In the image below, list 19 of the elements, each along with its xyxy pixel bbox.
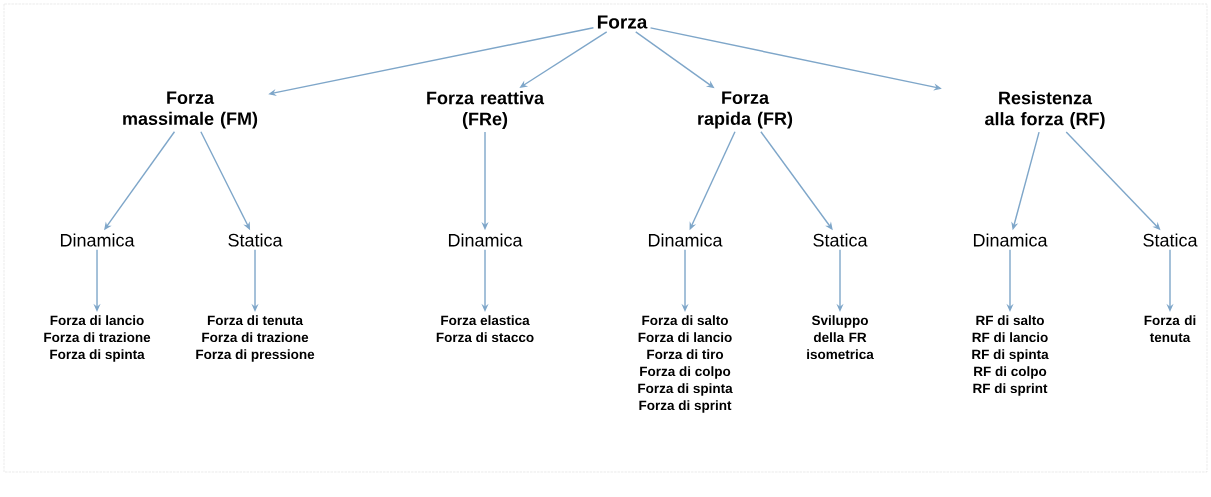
type-label: Dinamica	[648, 233, 723, 247]
example-list: RF di salto RF di lancio RF di spinta RF di colpo RF di sprint	[972, 315, 1049, 396]
example-list: Forza di lancio Forza di trazione Forza di spinta	[44, 315, 151, 362]
type-label: Statica	[1143, 233, 1198, 247]
example-list: Forza di salto Forza di lancio Forza di tiro Forza di colpo Forza di spinta Forza di sprint	[638, 315, 733, 413]
type-label: Dinamica	[973, 233, 1048, 247]
example-list: Forza di tenuta	[1144, 315, 1196, 343]
category-label: Forza reattiva (FRe)	[427, 91, 545, 129]
category-label: Forza massimale (FM)	[123, 91, 258, 129]
example-list: Forza di tenuta Forza di trazione Forza di pressione	[196, 315, 315, 362]
type-label: Statica	[228, 233, 283, 247]
category-label: Forza rapida (FR)	[698, 91, 793, 129]
type-label: Dinamica	[60, 233, 135, 247]
type-label: Statica	[813, 233, 868, 247]
category-label: Resistenza alla forza (RF)	[985, 91, 1105, 129]
example-list: Forza elastica Forza di stacco	[436, 315, 534, 343]
type-label: Dinamica	[448, 233, 523, 247]
example-list: Sviluppo della FR isometrica	[807, 315, 874, 360]
root-label: Forza	[597, 15, 648, 29]
